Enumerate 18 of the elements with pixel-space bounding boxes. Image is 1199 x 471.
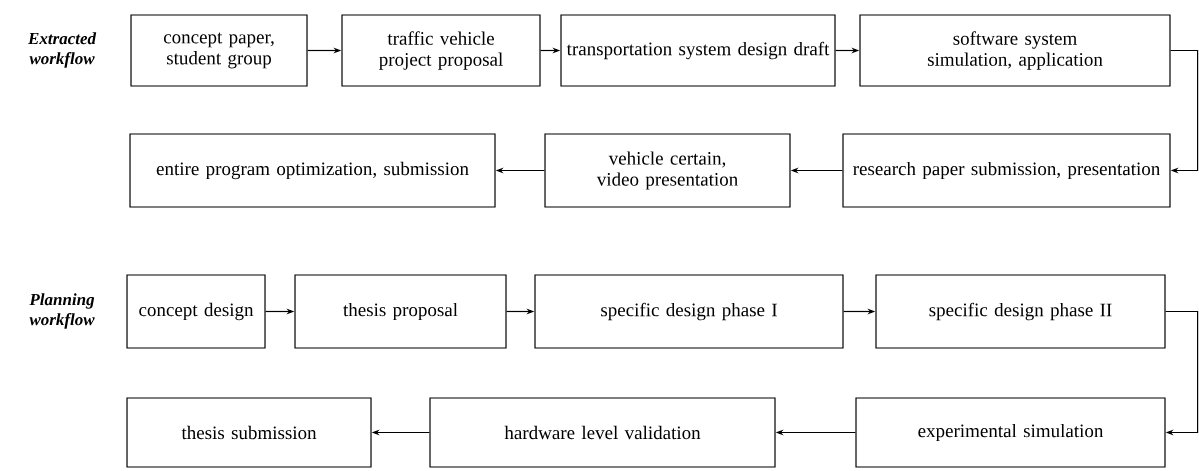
process-box: software system simulation, application	[859, 14, 1171, 87]
arrow	[1165, 310, 1199, 436]
process-box: hardware level validation	[429, 397, 776, 468]
process-box: concept paper, student group	[130, 14, 308, 87]
process-box: thesis proposal	[294, 274, 507, 349]
process-box: concept design	[126, 274, 266, 349]
process-box: transportation system design draft	[560, 14, 836, 87]
row-label: Extracted workflow	[27, 32, 97, 68]
arrow	[1170, 49, 1199, 174]
process-box: entire program optimization, submission	[129, 133, 496, 208]
process-box: research paper submission, presentation	[842, 133, 1171, 208]
process-box: traffic vehicle project proposal	[341, 14, 541, 87]
row-label: Planning workflow	[29, 293, 95, 329]
process-box: specific design phase II	[875, 274, 1166, 349]
process-box: experimental simulation	[855, 397, 1166, 468]
process-box: thesis submission	[126, 397, 372, 468]
process-box: vehicle certain, video presentation	[544, 133, 791, 208]
process-box: specific design phase I	[534, 274, 844, 349]
